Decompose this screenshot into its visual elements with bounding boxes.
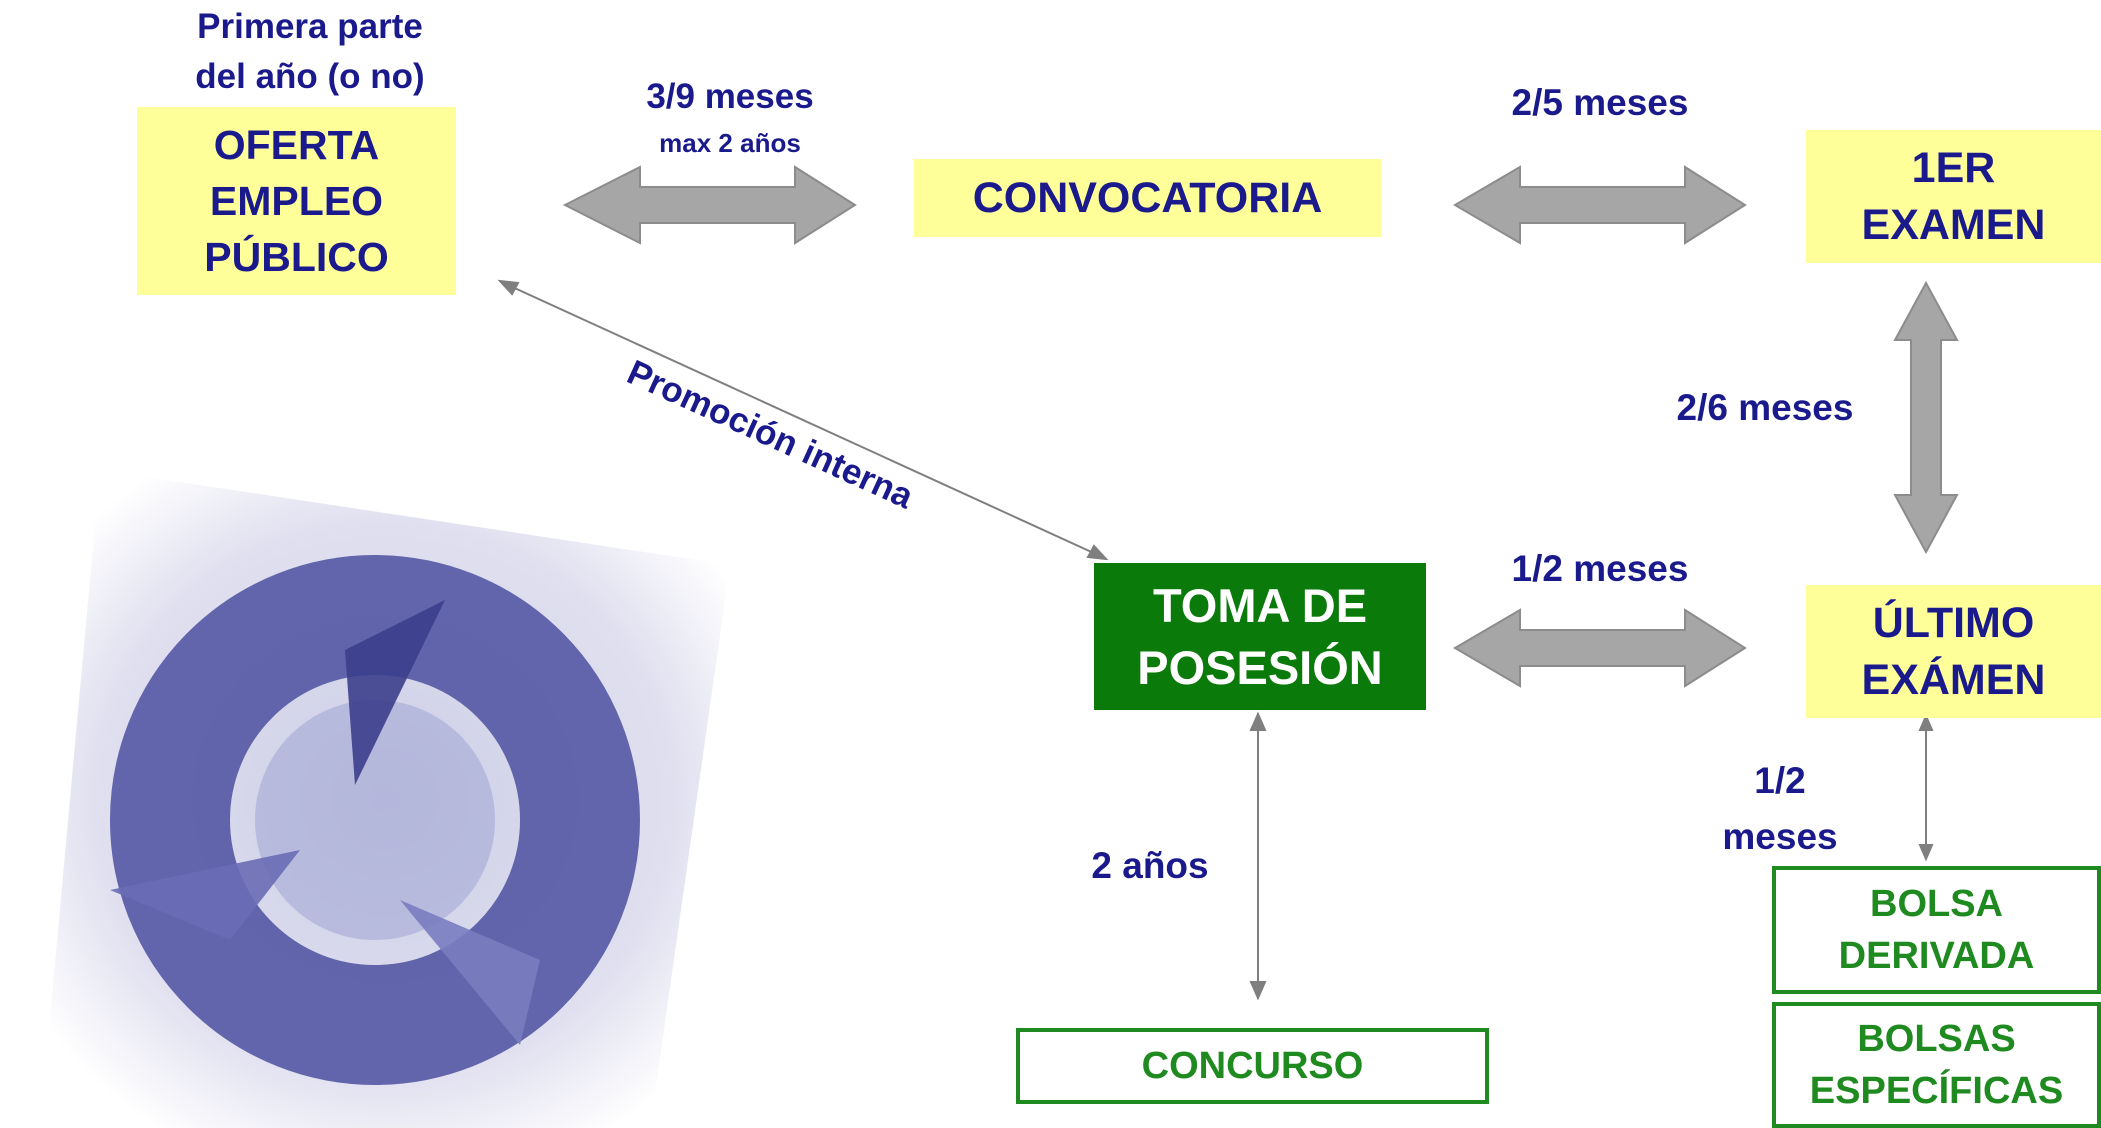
arrow-examen-ultimo	[1893, 280, 1959, 555]
meses-1-2-top-label: 1/2 meses	[1511, 548, 1689, 589]
meses-2-6-label: 2/6 meses	[1676, 387, 1854, 428]
toma-de-posesion-box: TOMA DE POSESIÓN	[1094, 563, 1426, 710]
bolsa-derivada-box: BOLSA DERIVADA	[1772, 866, 2101, 994]
arrow-convocatoria-examen	[1453, 165, 1747, 245]
dos-anos-label: 2 años	[1091, 845, 1209, 886]
primera-parte-label: Primera parte del año (o no)	[195, 7, 425, 96]
concurso-box: CONCURSO	[1016, 1028, 1489, 1104]
promocion-interna-line	[507, 284, 1099, 556]
primer-examen-box: 1ER EXAMEN	[1806, 130, 2101, 263]
arrow-toma-ultimo	[1453, 608, 1747, 688]
convocatoria-box: CONVOCATORIA	[914, 159, 1381, 237]
meses-1-2-side-label: 1/2 meses	[1722, 760, 1838, 857]
meses-3-9-label: 3/9 meses	[646, 77, 814, 116]
meses-2-5-label: 2/5 meses	[1511, 82, 1689, 123]
max-2-anos-label: max 2 años	[659, 128, 801, 158]
ultimo-examen-box: ÚLTIMO EXÁMEN	[1806, 585, 2101, 718]
bolsas-especificas-box: BOLSAS ESPECÍFICAS	[1772, 1002, 2101, 1128]
arrow-oferta-convocatoria	[562, 165, 857, 245]
recycle-cycle-icon	[40, 470, 730, 1128]
oferta-empleo-publico-box: OFERTA EMPLEO PÚBLICO	[137, 107, 456, 295]
